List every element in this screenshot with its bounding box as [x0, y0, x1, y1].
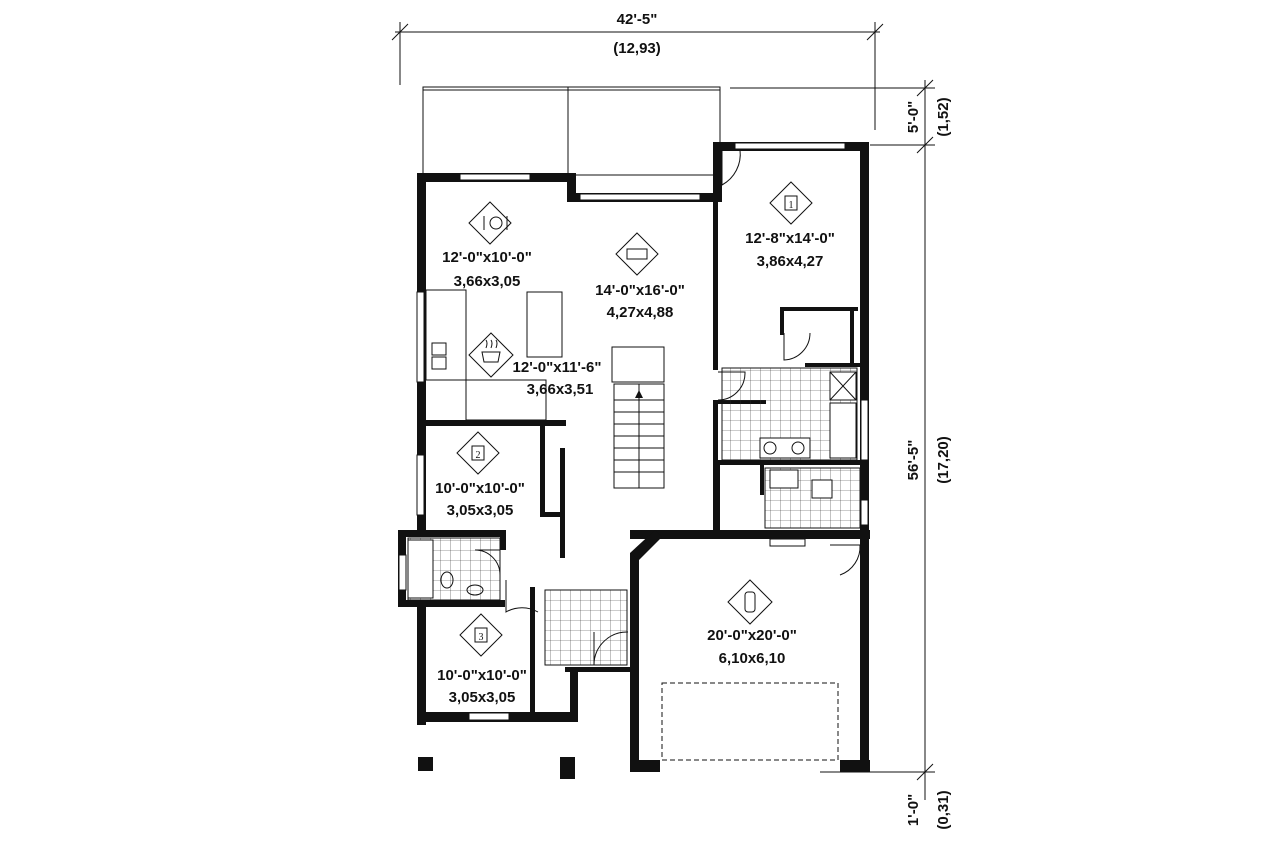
front-offset-metric: (0,31) [935, 790, 952, 829]
cooking-pot-icon [468, 332, 514, 378]
porch-depth-imperial: 5'-0" [905, 101, 922, 133]
kitchen-size-metric: 3,66x3,51 [527, 381, 594, 398]
sofa-icon [615, 232, 659, 276]
master-bedroom-size-imperial: 12'-8"x14'-0" [745, 230, 835, 247]
bedroom-3-size-imperial: 10'-0"x10'-0" [437, 667, 527, 684]
garage-size-imperial: 20'-0"x20'-0" [707, 627, 797, 644]
bedroom-3-number: 3 [479, 632, 484, 643]
bed-icon: 2 [456, 431, 500, 475]
overall-width-metric: (12,93) [613, 40, 661, 57]
garage-size-metric: 6,10x6,10 [719, 650, 786, 667]
bedroom-2-size-metric: 3,05x3,05 [447, 502, 514, 519]
kitchen-size-imperial: 12'-0"x11'-6" [513, 359, 602, 376]
fixtures [407, 149, 861, 761]
bedroom-1-number: 1 [789, 200, 794, 211]
overall-width-imperial: 42'-5" [617, 11, 658, 28]
bedroom-2-number: 2 [476, 450, 481, 461]
dining-size-imperial: 12'-0"x10'-0" [442, 249, 532, 266]
windows [398, 142, 869, 721]
bed-icon: 3 [459, 613, 503, 657]
car-icon [727, 579, 773, 625]
dining-icon [468, 201, 512, 245]
porch-depth-metric: (1,52) [935, 97, 952, 136]
overall-depth-imperial: 56'-5" [905, 440, 922, 481]
dining-size-metric: 3,66x3,05 [454, 273, 521, 290]
master-bedroom-size-metric: 3,86x4,27 [757, 253, 824, 270]
dimension-lines [391, 22, 935, 800]
bedroom-3-size-metric: 3,05x3,05 [449, 689, 516, 706]
living-size-imperial: 14'-0"x16'-0" [595, 282, 685, 299]
front-offset-imperial: 1'-0" [905, 794, 922, 826]
bedroom-2-size-imperial: 10'-0"x10'-0" [435, 480, 525, 497]
living-size-metric: 4,27x4,88 [607, 304, 674, 321]
overall-depth-metric: (17,20) [935, 436, 952, 484]
bed-icon: 1 [769, 181, 813, 225]
